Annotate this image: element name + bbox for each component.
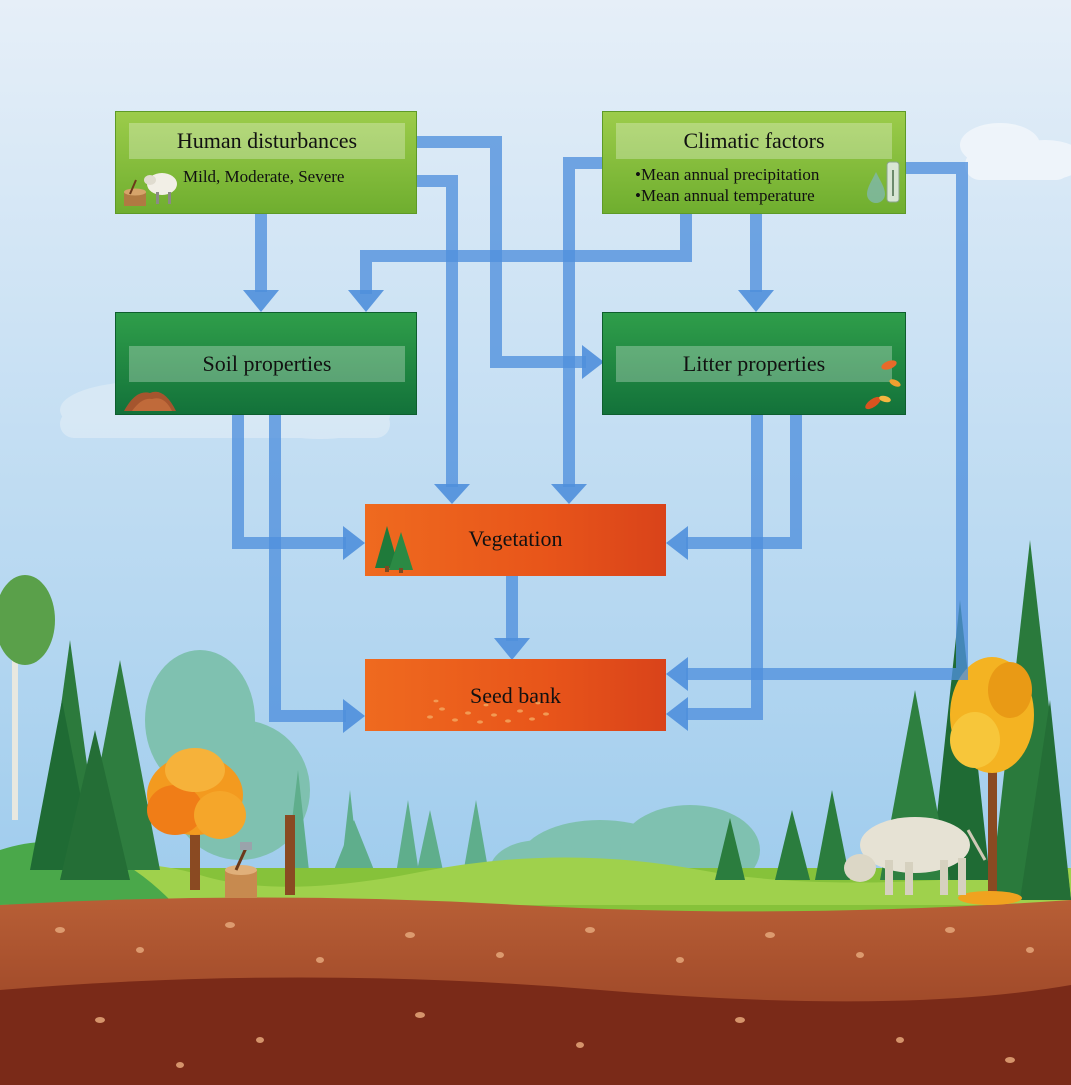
climatic-bullet-precipitation: •Mean annual precipitation [635,165,820,184]
arrowhead-vegetation-to-seedbank [494,638,530,660]
arrow-climate-to-soil [360,214,692,294]
seeds-icon [427,699,549,724]
arrowhead-human-to-soil [243,290,279,312]
cow-icon [844,817,987,895]
soil-properties-title: Soil properties [129,346,405,382]
human-disturbances-box: Human disturbances Mild, Moderate, Sever… [115,111,417,214]
left-forest [0,575,160,880]
arrow-litter-to-seedbank [686,415,763,720]
climatic-factors-box: Climatic factors •Mean annual precipitat… [602,111,906,214]
arrowhead-human-to-vegetation [434,484,470,504]
vegetation-title: Vegetation [468,526,563,551]
arrow-soil-to-vegetation [232,415,346,549]
human-disturbances-levels: Mild, Moderate, Severe [183,167,345,186]
arrowhead-climate-to-litter [738,290,774,312]
sheep-icon [124,173,177,206]
climatic-bullet-temperature-text: Mean annual temperature [640,186,815,205]
soil-properties-box: Soil properties [115,312,417,415]
climatic-bullet-precipitation-text: Mean annual precipitation [640,165,820,184]
pine-trees-icon [375,526,413,573]
arrowhead-litter-to-seedbank [666,697,688,731]
climatic-factors-title: Climatic factors [616,123,892,159]
water-drop-icon [867,172,885,203]
seed-bank-box: Seed bank [365,659,666,731]
litter-properties-box: Litter properties [602,312,906,415]
cloud-right [960,123,1071,180]
leaves-icon [865,360,901,410]
arrowhead-soil-to-seedbank [343,699,365,733]
arrowhead-climate-to-vegetation [551,484,587,504]
arrowhead-human-to-litter [582,345,604,379]
soil-pile-icon [124,391,176,411]
arrowhead-climate-to-soil [348,290,384,312]
arrowhead-climate-to-seedbank [666,657,688,691]
arrow-soil-to-seedbank [269,415,346,722]
arrow-litter-to-vegetation [686,415,802,549]
arrow-climate-to-vegetation [563,157,602,487]
arrowhead-litter-to-vegetation [666,526,688,560]
tree-stump-icon [225,815,295,898]
vegetation-box: Vegetation [365,504,666,576]
yellow-tree [950,657,1034,905]
middle-pines [715,790,850,880]
thermometer-icon [886,161,900,203]
litter-properties-title: Litter properties [616,346,892,382]
human-disturbances-title: Human disturbances [129,123,405,159]
climatic-bullet-temperature: •Mean annual temperature [635,186,815,205]
arrowhead-soil-to-vegetation [343,526,365,560]
orange-tree [147,748,246,890]
arrow-human-to-vegetation [417,175,458,487]
arrow-climate-to-seedbank [686,162,968,680]
